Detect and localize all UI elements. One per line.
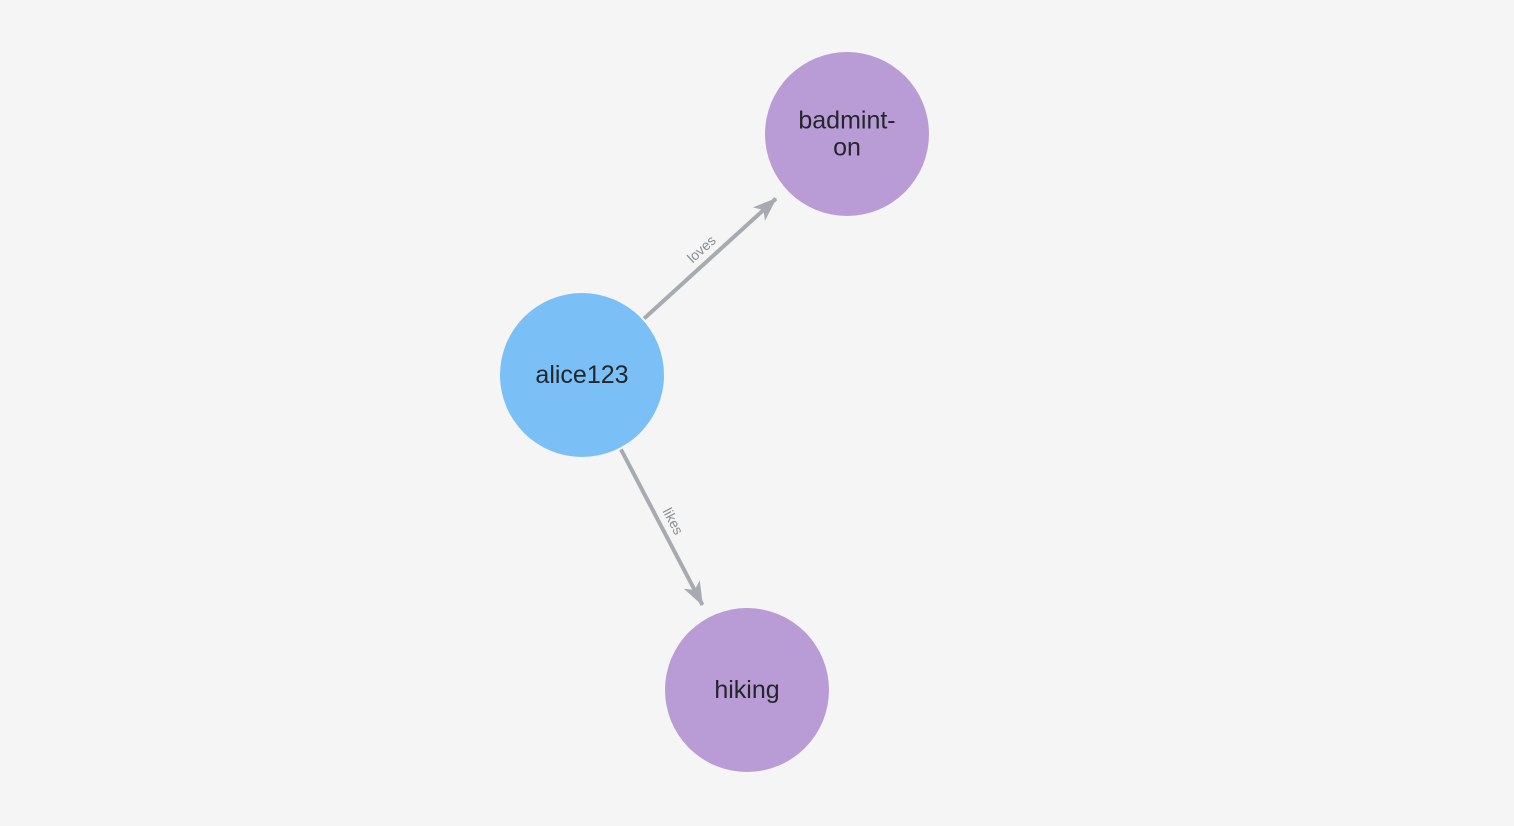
- edge-line[interactable]: [642, 197, 778, 320]
- node-circle[interactable]: [500, 293, 664, 457]
- graph-node-badminton[interactable]: badmint-on: [765, 52, 929, 216]
- graph-edge-likes: likes: [619, 448, 705, 606]
- edge-line[interactable]: [619, 448, 705, 606]
- node-circle[interactable]: [765, 52, 929, 216]
- node-circle[interactable]: [665, 608, 829, 772]
- graph-node-alice123[interactable]: alice123: [500, 293, 664, 457]
- graph-node-hiking[interactable]: hiking: [665, 608, 829, 772]
- graph-edge-loves: loves: [642, 197, 778, 320]
- edge-label: loves: [684, 232, 719, 266]
